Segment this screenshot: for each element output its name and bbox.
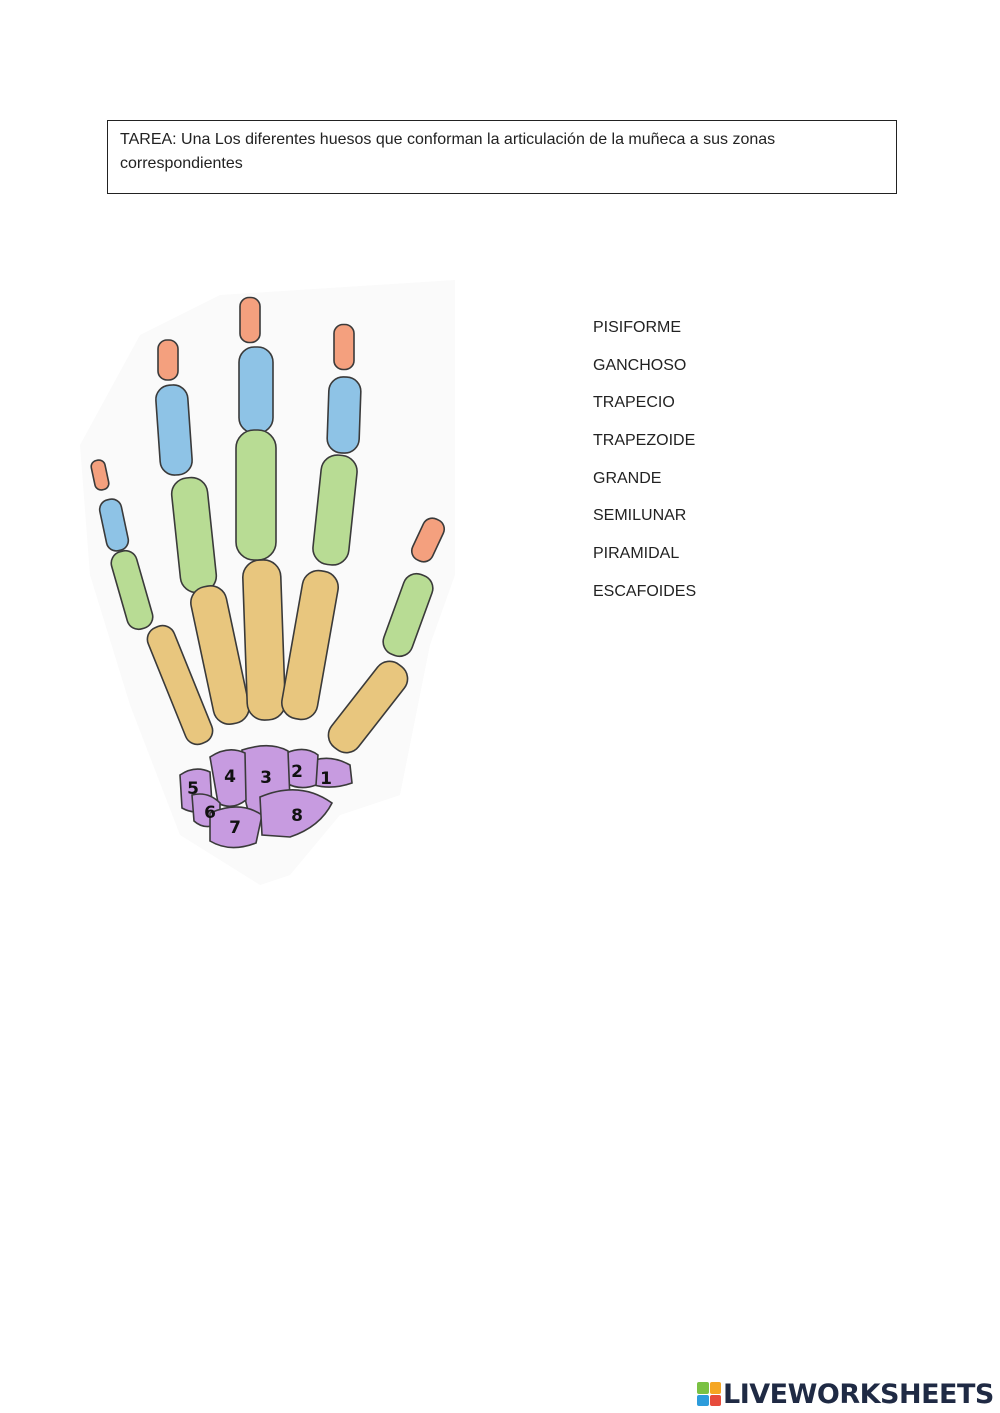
carpal-label-6: 6 <box>204 803 216 823</box>
word-bank-item[interactable]: PISIFORME <box>593 319 682 336</box>
liveworksheets-logo: LIVEWORKSHEETS <box>697 1376 994 1412</box>
carpal-label-5: 5 <box>187 779 199 799</box>
hand-bones-diagram: 1 2 3 4 5 6 7 8 <box>80 280 455 885</box>
word-bank-item[interactable]: GANCHOSO <box>593 356 687 374</box>
carpal-label-3: 3 <box>260 768 272 788</box>
word-bank-item[interactable]: PIRAMIDAL <box>593 545 680 563</box>
carpal-bone-1 <box>313 757 353 788</box>
thumb-distal-phalanx <box>410 517 446 563</box>
little-proximal-phalanx <box>110 549 154 631</box>
logo-text: LIVEWORKSHEETS <box>723 1378 994 1410</box>
word-bank-item[interactable]: GRANDE <box>593 469 662 487</box>
carpal-label-1: 1 <box>320 769 332 789</box>
index-metacarpal <box>281 569 339 721</box>
carpal-label-2: 2 <box>291 762 303 782</box>
ring-middle-phalanx <box>155 384 193 476</box>
thumb-proximal-phalanx <box>382 572 434 658</box>
ring-metacarpal <box>190 585 250 725</box>
word-bank: PISIFORME GANCHOSO TRAPECIO TRAPEZOIDE G… <box>593 316 696 618</box>
task-text: TAREA: Una Los diferentes huesos que con… <box>120 131 776 172</box>
logo-mark-icon <box>697 1382 721 1406</box>
little-middle-phalanx <box>98 498 130 552</box>
little-distal-phalanx <box>90 459 110 491</box>
carpal-bone-8 <box>259 788 334 838</box>
carpal-label-7: 7 <box>229 818 241 838</box>
word-bank-item[interactable]: ESCAFOIDES <box>593 582 697 600</box>
ring-distal-phalanx <box>157 339 179 381</box>
carpal-bone-2 <box>285 748 319 789</box>
carpal-bone-7 <box>209 806 263 849</box>
middle-proximal-phalanx <box>235 429 277 561</box>
index-proximal-phalanx <box>312 454 358 566</box>
word-bank-item[interactable]: TRAPECIO <box>593 394 675 412</box>
task-instructions: TAREA: Una Los diferentes huesos que con… <box>107 120 897 194</box>
carpal-label-4: 4 <box>224 767 236 787</box>
carpal-label-8: 8 <box>291 806 303 826</box>
thumb-metacarpal <box>327 660 409 754</box>
little-metacarpal <box>146 624 214 746</box>
index-distal-phalanx <box>333 323 355 371</box>
middle-middle-phalanx <box>238 346 274 434</box>
middle-metacarpal <box>242 559 286 721</box>
index-middle-phalanx <box>326 376 362 454</box>
word-bank-item[interactable]: SEMILUNAR <box>593 507 687 525</box>
middle-distal-phalanx <box>239 296 261 344</box>
carpal-bone-4 <box>209 749 247 808</box>
word-bank-item[interactable]: TRAPEZOIDE <box>593 432 696 450</box>
